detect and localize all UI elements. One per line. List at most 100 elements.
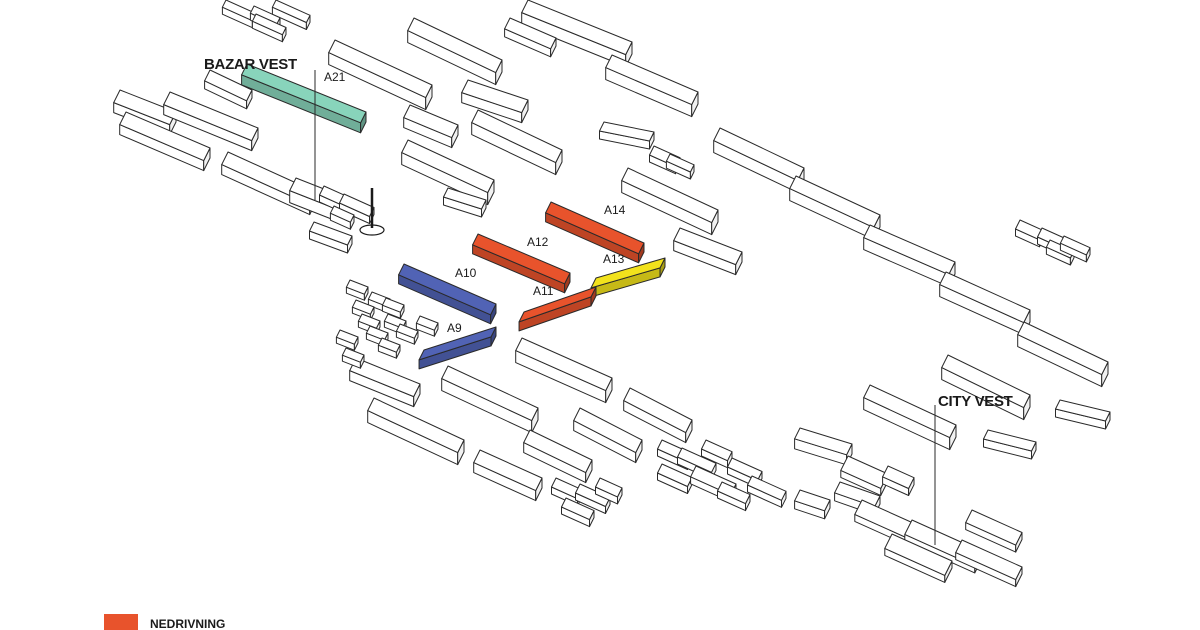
- cluster-north-east: [1015, 219, 1091, 266]
- existing-building-4: [605, 54, 699, 118]
- existing-building-27: [515, 337, 613, 404]
- existing-building-7-top: [461, 79, 529, 114]
- building-A11-top: [518, 286, 597, 323]
- cluster-north-west-part-3-top: [271, 0, 311, 23]
- cluster-north-west-part-4-top: [251, 13, 287, 36]
- existing-building-34-top: [623, 387, 693, 434]
- legend-swatch-nedrivning: [104, 614, 138, 630]
- existing-building-13-top: [113, 89, 177, 126]
- small-building-10: [377, 337, 401, 359]
- existing-building-19: [309, 221, 353, 254]
- small-building-8-top: [395, 323, 419, 339]
- existing-building-12-top: [673, 227, 743, 266]
- small-building-3-top: [351, 299, 375, 315]
- existing-building-24-top: [1017, 321, 1109, 376]
- flag-marker: [359, 188, 385, 236]
- small-building-4-top: [381, 297, 405, 313]
- existing-building-9-top: [401, 139, 495, 194]
- existing-building-39: [794, 489, 831, 520]
- small-building-9: [335, 329, 359, 351]
- cluster-south-west-part-3: [561, 497, 595, 528]
- existing-building-37-top: [983, 429, 1037, 452]
- building-A21-top: [241, 63, 367, 124]
- existing-building-23: [939, 271, 1031, 336]
- legend: NEDRIVNING: [104, 614, 225, 630]
- building-A14: [545, 201, 645, 264]
- existing-building-10-top: [443, 187, 487, 210]
- existing-building-10: [443, 187, 487, 218]
- existing-building-16: [204, 69, 253, 110]
- existing-building-21: [789, 175, 881, 241]
- cluster-center-north-part-2-top: [665, 153, 695, 173]
- label-A9: A9: [447, 321, 462, 335]
- existing-building-15-top: [163, 91, 259, 142]
- cluster-north-east-part-4-top: [1059, 235, 1091, 256]
- existing-building-31-top: [473, 449, 543, 492]
- building-A9: [418, 326, 497, 370]
- city-vest-complex-part-4: [884, 533, 953, 583]
- existing-building-4-top: [605, 54, 699, 106]
- cluster-south-west-part-2: [575, 483, 611, 514]
- existing-building-25: [941, 354, 1031, 421]
- small-building-10-top: [377, 337, 401, 353]
- existing-building-33: [573, 407, 643, 464]
- bazar-vest-annex-part-3-top: [329, 205, 355, 223]
- city-vest-complex-part-3-top: [955, 539, 1023, 581]
- city-vest-north-part-1-top: [840, 455, 889, 489]
- city-vest-complex-part-5: [965, 509, 1023, 553]
- existing-building-14-top: [119, 111, 211, 162]
- city-vest-complex-part-5-top: [965, 509, 1023, 546]
- existing-building-14: [119, 111, 211, 172]
- existing-building-30: [367, 397, 465, 466]
- small-building-12-top: [415, 315, 439, 331]
- city-vest-label: CITY VEST: [938, 393, 1013, 410]
- existing-building-6: [403, 104, 459, 149]
- cluster-south-part-7-top: [747, 475, 787, 501]
- small-building-11: [341, 347, 365, 369]
- label-A13: A13: [603, 252, 625, 266]
- cluster-south-west-part-4-top: [595, 477, 623, 498]
- existing-building-36: [1055, 399, 1111, 430]
- existing-building-32: [523, 429, 593, 484]
- existing-building-29: [349, 357, 421, 408]
- building-A9-top: [418, 326, 497, 361]
- existing-building-19-top: [309, 221, 353, 246]
- bazar-vest-annex-part-2-top: [339, 193, 375, 217]
- existing-building-37: [983, 429, 1037, 460]
- existing-building-34: [623, 387, 693, 444]
- cluster-north-west-part-4: [251, 13, 287, 43]
- cluster-south-part-2-top: [677, 447, 717, 473]
- existing-building-35: [794, 427, 853, 466]
- existing-building-30-top: [367, 397, 465, 454]
- existing-building-38-top: [599, 121, 655, 142]
- existing-buildings-layer: [113, 0, 1111, 588]
- existing-building-32-top: [523, 429, 593, 474]
- city-vest-north-part-2-top: [882, 465, 915, 489]
- cluster-south: [657, 439, 787, 512]
- existing-building-27-top: [515, 337, 613, 392]
- existing-building-39-top: [794, 489, 831, 512]
- bazar-vest-label: BAZAR VEST: [204, 56, 297, 73]
- cluster-center-north: [649, 145, 695, 180]
- small-building-8: [395, 323, 419, 345]
- existing-building-5: [504, 17, 557, 58]
- city-vest-complex: [854, 499, 1023, 588]
- existing-building-29-top: [349, 357, 421, 398]
- existing-building-9: [401, 139, 495, 206]
- existing-building-28-top: [441, 365, 539, 422]
- existing-building-31: [473, 449, 543, 502]
- small-building-4: [381, 297, 405, 319]
- building-A10-top: [398, 263, 497, 316]
- existing-building-12: [673, 227, 743, 276]
- building-A13-top: [590, 257, 666, 289]
- existing-building-5-top: [504, 17, 557, 50]
- existing-building-35-top: [794, 427, 853, 456]
- existing-building-26-top: [863, 384, 957, 439]
- small-building-1: [345, 279, 369, 301]
- bazar-vest-annex-part-2: [339, 193, 375, 224]
- label-A11: A11: [533, 284, 554, 298]
- existing-building-16-top: [204, 69, 253, 102]
- city-vest-complex-part-4-top: [884, 533, 953, 576]
- building-A11: [518, 286, 597, 332]
